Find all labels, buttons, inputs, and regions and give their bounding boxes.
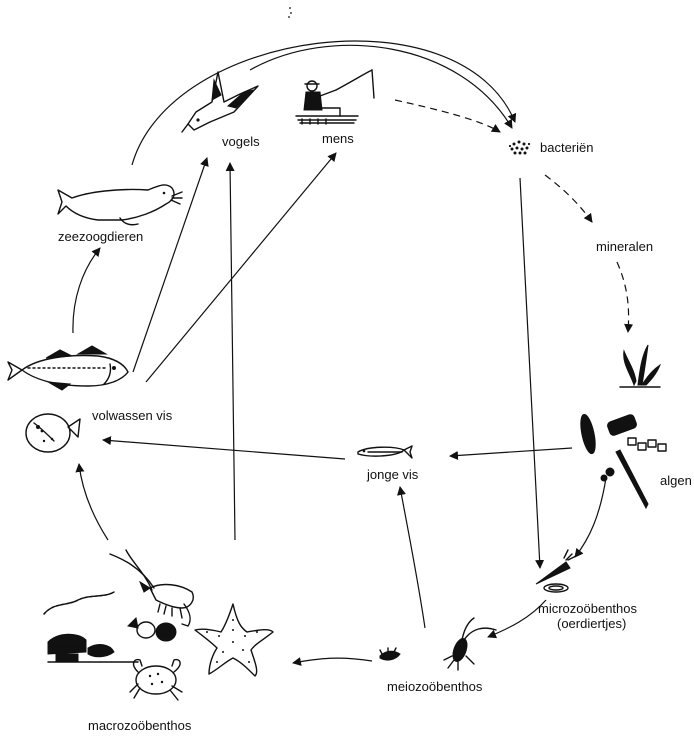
label-algen: algen [660, 473, 692, 488]
label-bacterien: bacteriën [540, 140, 593, 155]
worm-icon [380, 648, 400, 660]
arrow-jonge-vis-volwassen-vis [103, 440, 345, 459]
flatfish-icon [26, 414, 80, 452]
arrow-macrozoobenthos-volwassen-vis [79, 464, 108, 540]
worm-icon [44, 592, 114, 614]
arrow-volwassen-vis-zeezoogdieren [73, 248, 100, 333]
label-mineralen: mineralen [596, 239, 653, 254]
copepod-icon [444, 618, 496, 670]
label-mens: mens [322, 131, 354, 146]
label-jonge-vis: jonge vis [366, 467, 419, 482]
label-zeezoogdieren: zeezoogdieren [58, 229, 143, 244]
arrow-volwassen-vis-mens [146, 153, 336, 382]
arrow-bacterien-mineralen [545, 175, 592, 222]
arrow-meiozoobenthos-macrozoobenthos [293, 658, 372, 663]
arrow-zeezoogdieren-bacterien [132, 41, 515, 165]
protozoa-icon [536, 550, 576, 592]
fisherman-icon [296, 70, 374, 124]
arrow-algen-microzoobenthos [575, 478, 606, 557]
label-vogels: vogels [222, 134, 260, 149]
labels: vogels mens bacteriën zeezoogdieren mine… [58, 131, 692, 733]
label-volwassen-vis: volwassen vis [92, 408, 173, 423]
algae-icon [578, 413, 666, 508]
label-microzoobenthos: microzoöbenthos [538, 601, 637, 616]
arrow-mineralen-algen [617, 262, 629, 332]
arrow-bacterien-microzoobenthos [520, 178, 540, 568]
label-oerdiertjes: (oerdiertjes) [557, 616, 626, 631]
crab-icon [130, 660, 182, 700]
seal-icon [58, 185, 182, 225]
arrow-algen-jonge-vis [450, 448, 572, 456]
label-macrozoobenthos: macrozoöbenthos [88, 718, 192, 733]
starfish-icon [195, 604, 273, 676]
shrimp-icon [110, 550, 193, 626]
cod-icon [8, 346, 128, 390]
arrow-macrozoobenthos-vogels [230, 163, 235, 540]
shell-icon [48, 634, 138, 662]
arrow-mens-bacterien [395, 100, 500, 132]
macrozoobenthos-cluster [44, 550, 273, 700]
arrow-meiozoobenthos-jonge-vis [400, 487, 425, 628]
small-fish-icon [358, 446, 412, 458]
bird-icon [182, 72, 258, 132]
label-meiozoobenthos: meiozoöbenthos [387, 679, 483, 694]
bacteria-icon [509, 141, 530, 155]
shell-icon [128, 618, 176, 641]
seaweed-icon [620, 345, 660, 387]
stray-marks [288, 7, 292, 18]
arrow-vogels-bacterien [250, 45, 512, 128]
